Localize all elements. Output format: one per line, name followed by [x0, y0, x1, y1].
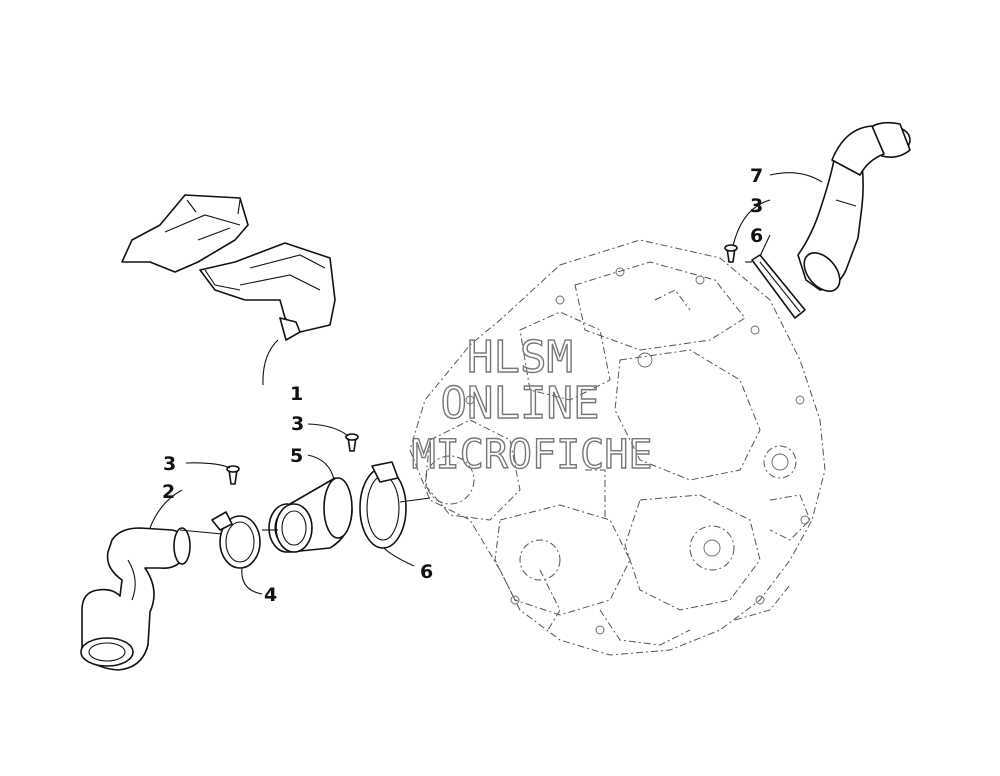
callout-7: 7	[750, 165, 763, 187]
leader-lines	[149, 172, 823, 595]
part-2-hose	[80, 527, 191, 671]
part-3-screw-mid	[345, 433, 359, 452]
part-1-duct-cover	[121, 194, 336, 341]
callout-3-left: 3	[163, 453, 176, 475]
engine-assembly	[409, 239, 826, 656]
watermark-line1: HLSM	[467, 332, 573, 383]
callout-5: 5	[290, 445, 303, 467]
watermark: HLSM ONLINE MICROFICHE	[411, 331, 653, 478]
callout-3-mid: 3	[291, 413, 304, 435]
watermark-line3: MICROFICHE	[412, 432, 653, 478]
part-6-clamp-mid	[359, 461, 407, 549]
callout-2: 2	[162, 481, 175, 503]
part-5-boot	[268, 477, 353, 553]
part-6-clamp-right	[751, 254, 806, 319]
part-3-screw-left	[226, 465, 240, 485]
callout-3-right: 3	[750, 195, 763, 217]
part-7-intake-duct	[797, 121, 911, 292]
callout-4: 4	[264, 584, 277, 606]
part-4-clamp	[211, 511, 261, 569]
watermark-line2: ONLINE	[441, 378, 600, 429]
callout-1: 1	[290, 383, 303, 405]
callouts: 1 2 3 3 3 4 5 6 6 7	[162, 165, 763, 606]
callout-6-mid: 6	[420, 561, 433, 583]
callout-6-right: 6	[750, 225, 763, 247]
part-3-screw-right	[724, 244, 738, 263]
